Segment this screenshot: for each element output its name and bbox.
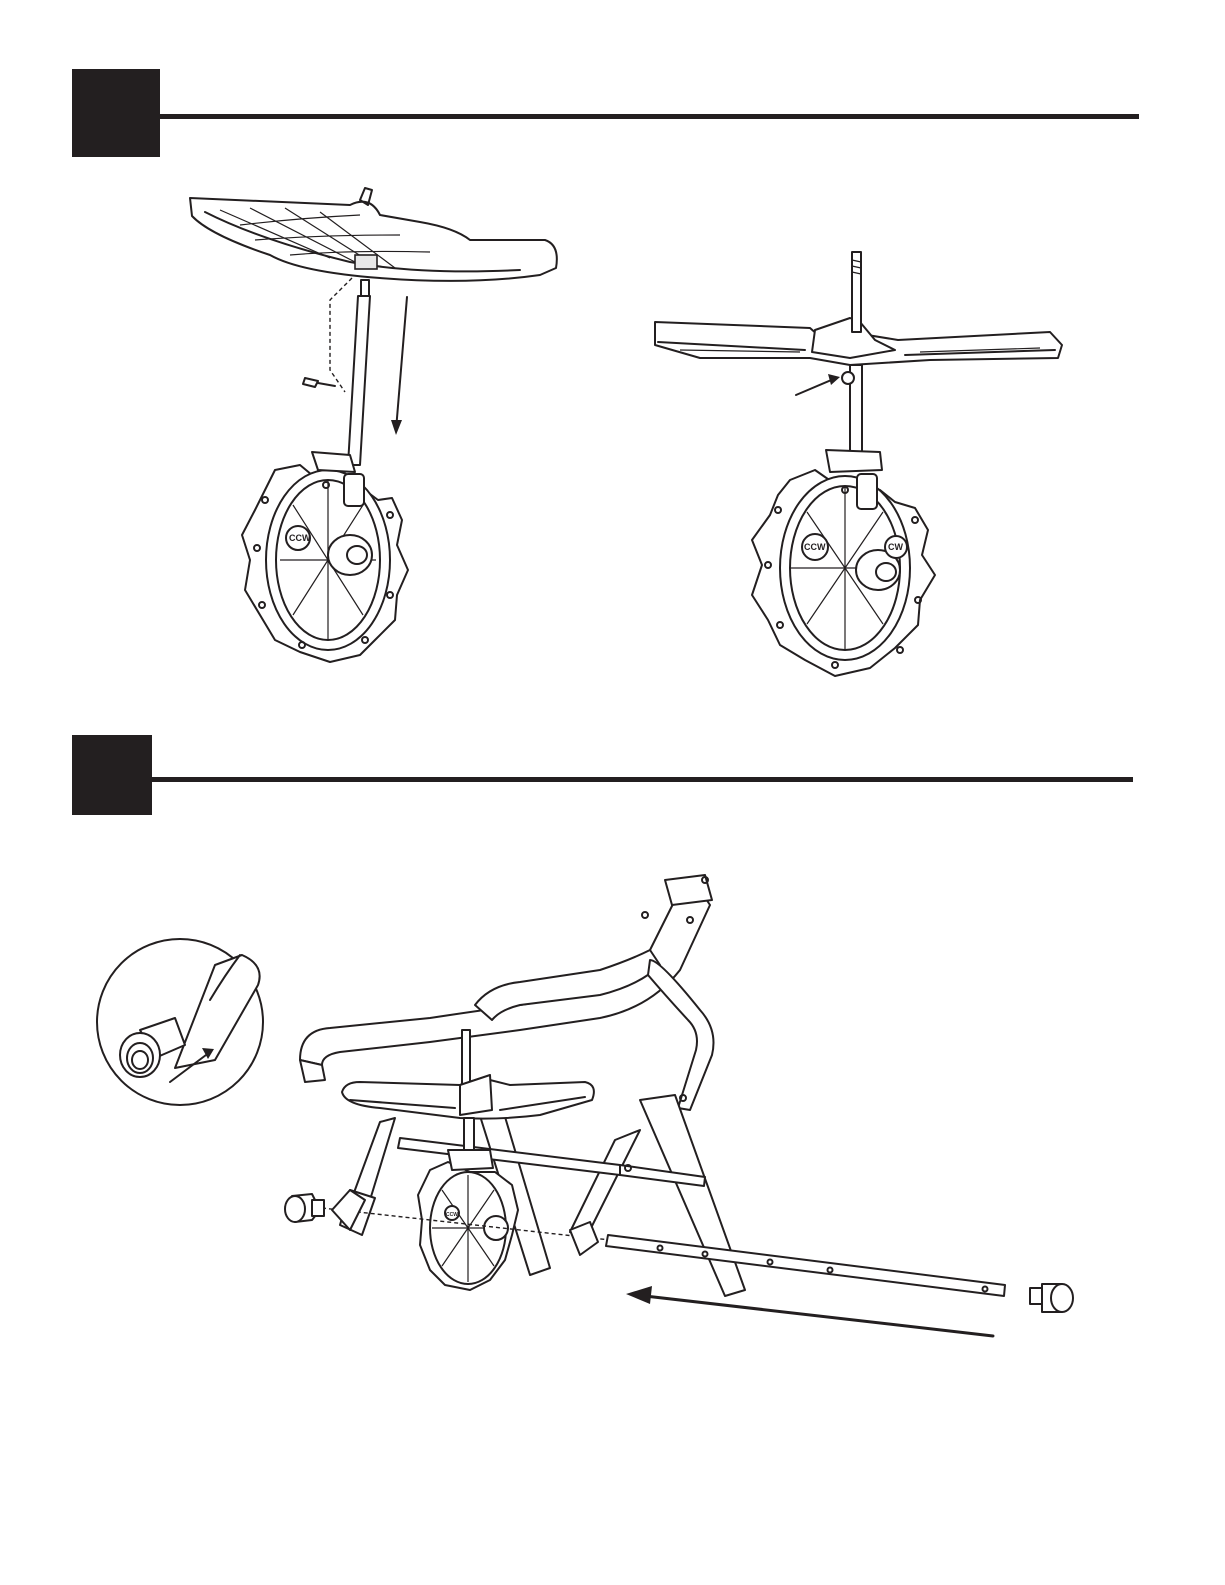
axle-rod — [606, 1235, 1005, 1296]
pointer-arrow-head — [828, 374, 840, 385]
seat-post-right — [842, 365, 862, 455]
seat-tilted — [190, 188, 557, 281]
pedal-hub-right: CCW CW — [752, 450, 935, 676]
end-cap-right — [1030, 1284, 1073, 1312]
direction-arrow-icon — [645, 1296, 993, 1336]
detail-callout — [97, 939, 263, 1105]
down-arrow-head — [391, 420, 402, 435]
pedal-hub-left: CCW — [242, 452, 408, 662]
screw-guide — [330, 278, 352, 392]
seat-post-left — [348, 280, 370, 465]
end-cap-left — [285, 1194, 324, 1222]
seat-flat — [655, 252, 1062, 365]
down-arrow-icon — [396, 297, 407, 430]
hub-right-cw-label: CW — [888, 542, 903, 552]
hub-left-ccw-label: CCW — [289, 533, 311, 543]
hub-right-ccw-label: CCW — [804, 542, 826, 552]
hub-bottom-ccw-label: CCW — [446, 1212, 458, 1218]
direction-arrow-head — [626, 1286, 652, 1304]
screw-part — [303, 378, 335, 387]
